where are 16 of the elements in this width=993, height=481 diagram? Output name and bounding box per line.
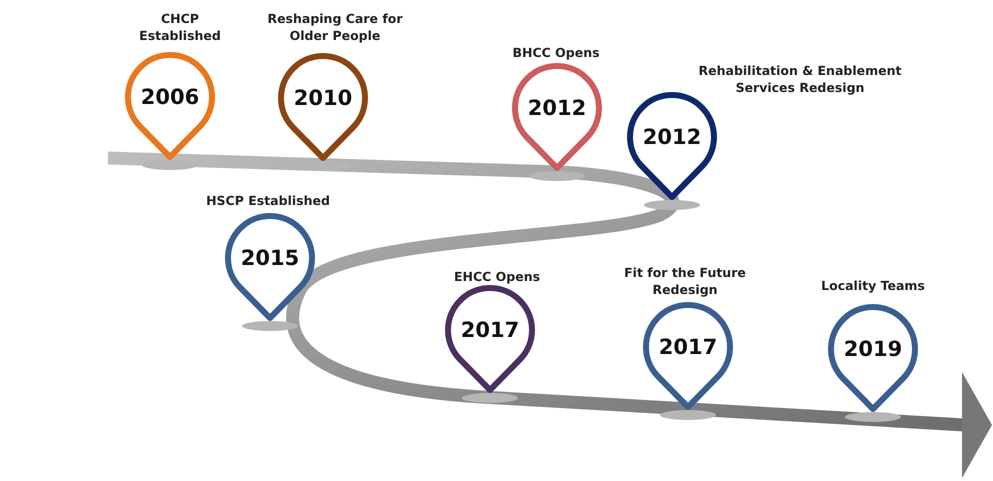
year-label: 2015	[240, 246, 300, 270]
year-label: 2012	[642, 125, 702, 149]
milestone-caption: CHCP Established	[138, 10, 222, 44]
milestone-caption: EHCC Opens	[452, 268, 542, 285]
year-label: 2017	[658, 335, 718, 359]
milestone-caption: BHCC Opens	[511, 44, 601, 61]
milestone-caption: Locality Teams	[820, 277, 926, 294]
milestone-caption: HSCP Established	[205, 192, 331, 209]
milestone-caption: Reshaping Care for Older People	[266, 10, 404, 44]
year-label: 2019	[842, 337, 904, 361]
year-label: 2017	[460, 318, 520, 342]
milestone-caption: Rehabilitation & Enablement Services Redesign	[698, 62, 902, 96]
milestone-caption: Fit for the Future Redesign	[623, 264, 747, 298]
year-label: 2006	[140, 85, 200, 109]
year-label: 2010	[292, 86, 354, 110]
year-label: 2012	[526, 96, 588, 120]
